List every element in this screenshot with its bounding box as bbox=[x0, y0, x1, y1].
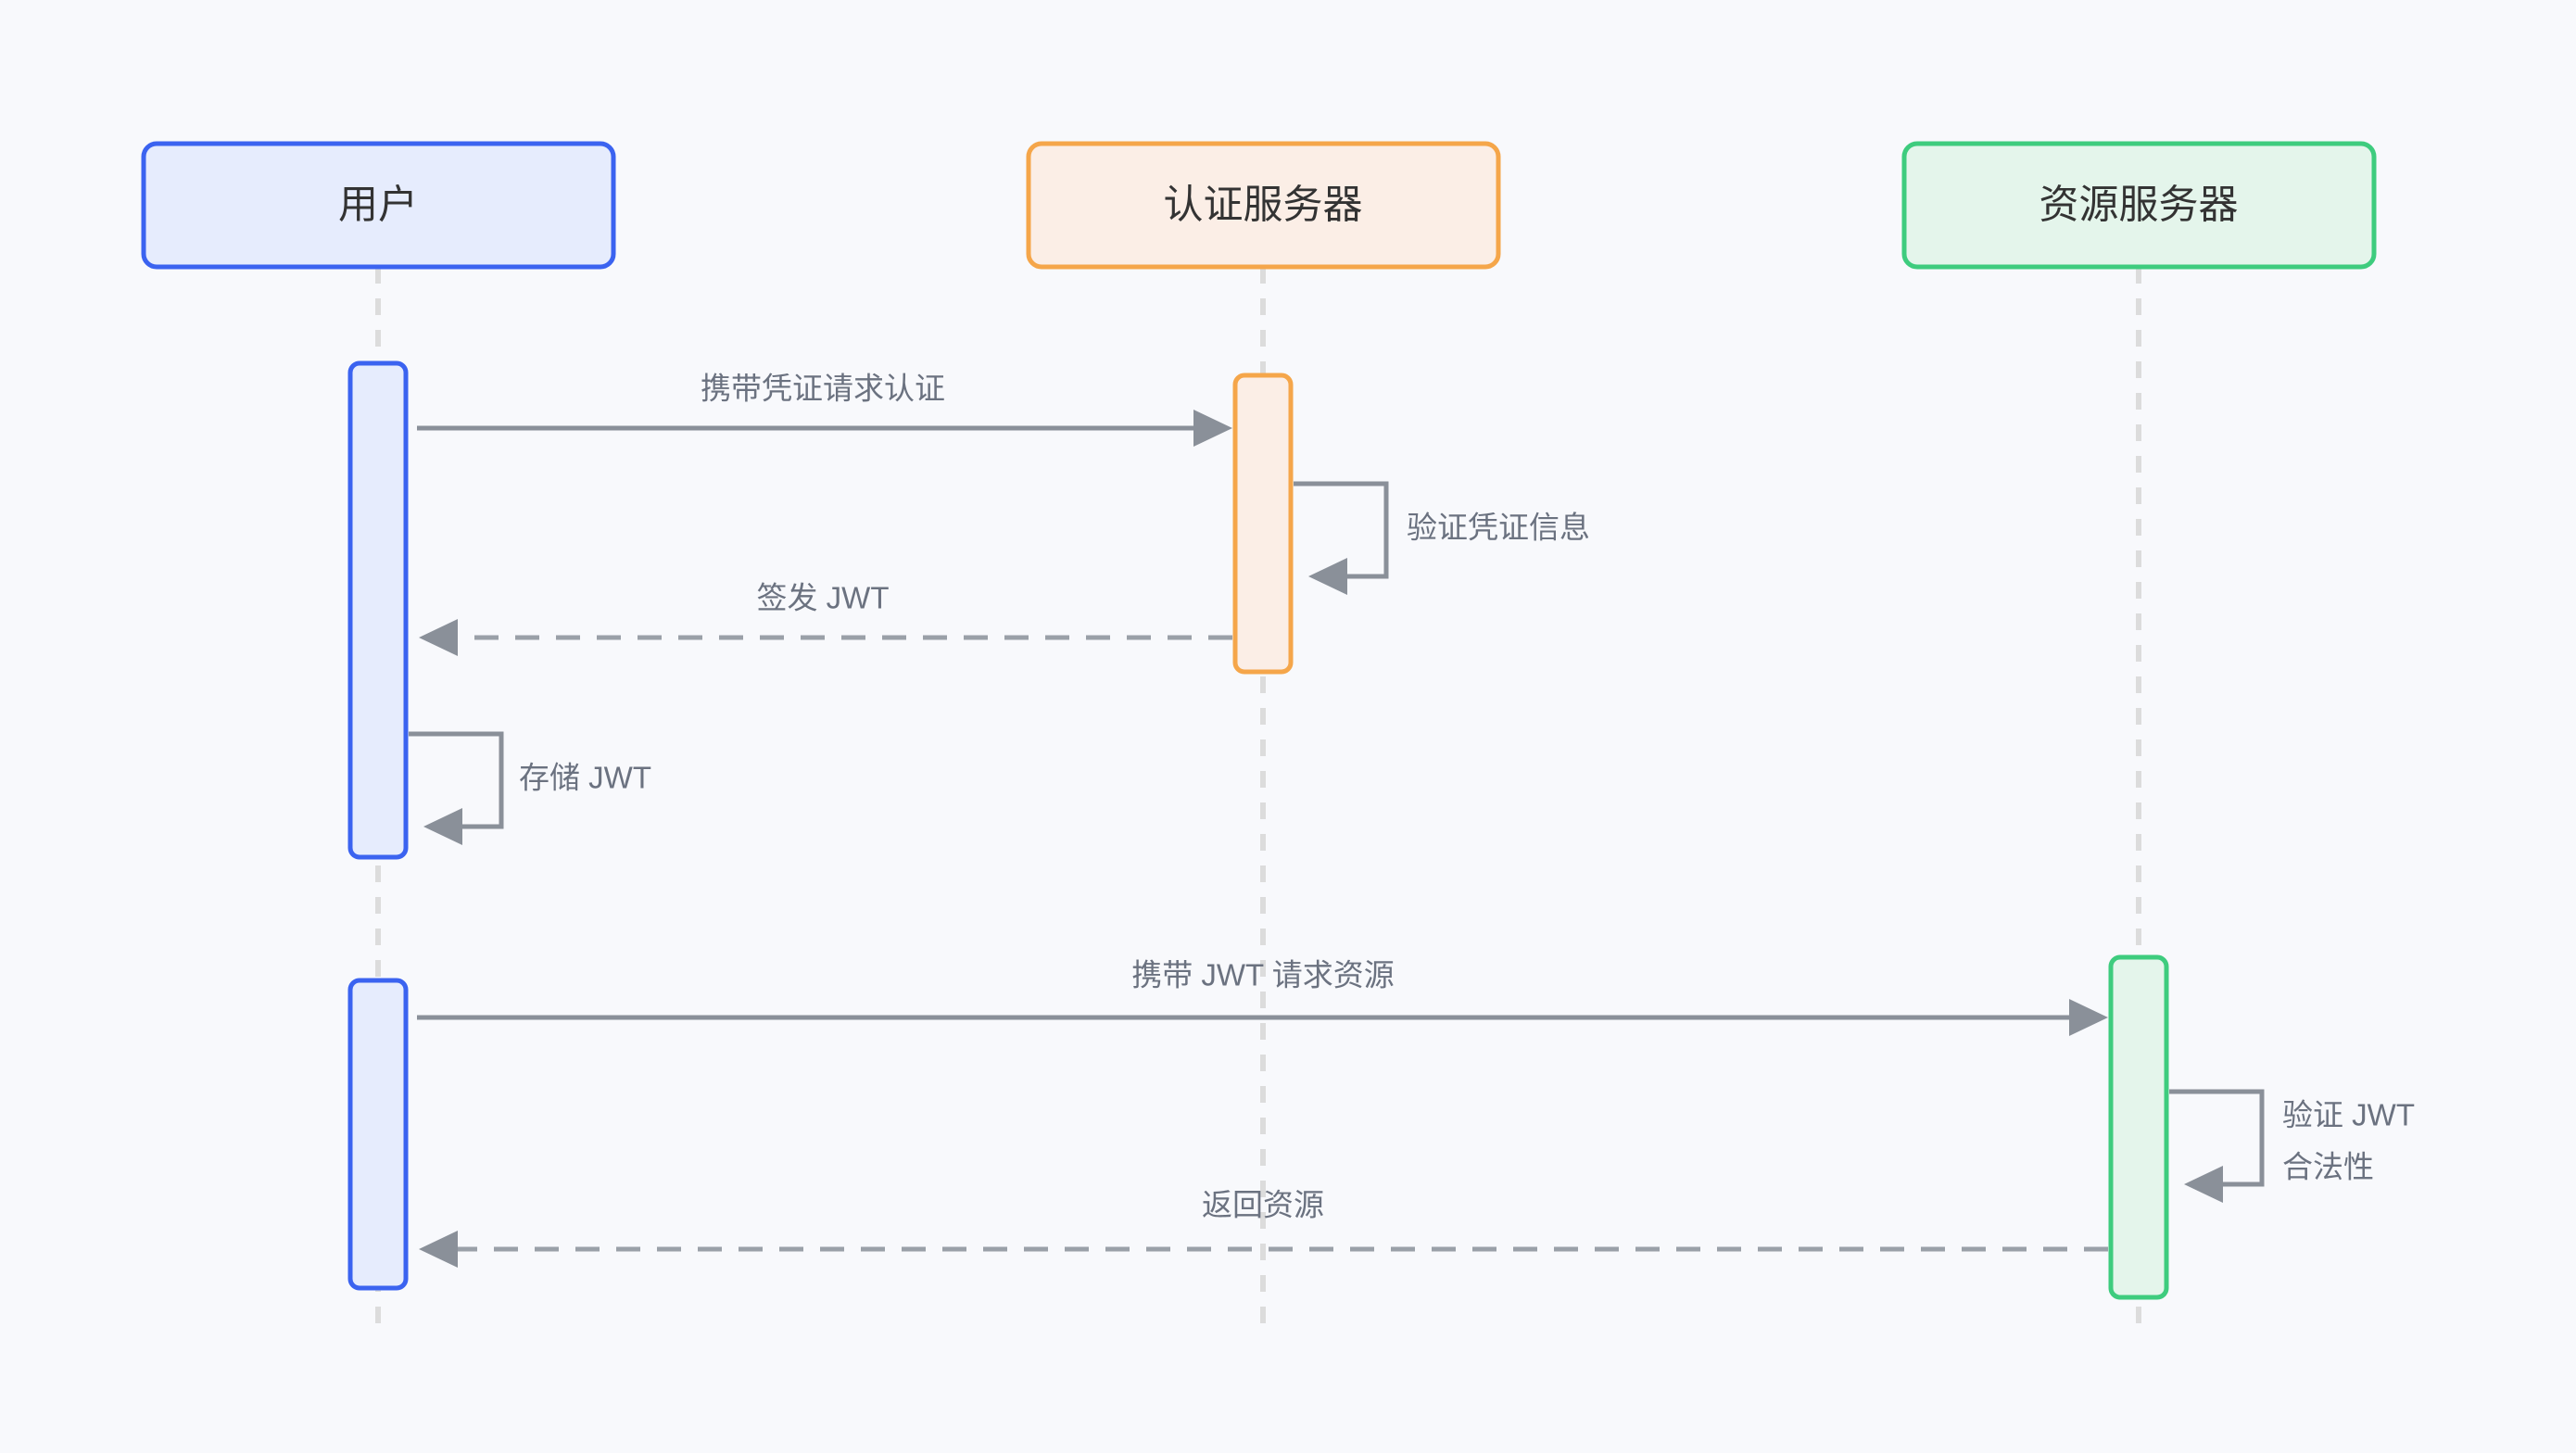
message-3-arrowhead bbox=[419, 619, 458, 656]
message-5-arrowhead bbox=[2069, 999, 2108, 1036]
message-6[interactable]: 验证 JWT 合法性 bbox=[2169, 1089, 2415, 1203]
message-4-label: 存储 JWT bbox=[519, 761, 651, 795]
participant-auth[interactable]: 认证服务器 bbox=[1026, 141, 1501, 270]
message-6-path bbox=[2169, 1089, 2265, 1187]
message-4[interactable]: 存储 JWT bbox=[409, 731, 651, 845]
message-1[interactable]: 携带凭证请求认证 bbox=[417, 372, 1232, 447]
message-7-label: 返回资源 bbox=[1202, 1188, 1324, 1222]
message-6-label-line-2: 合法性 bbox=[2282, 1150, 2374, 1184]
message-5-label: 携带 JWT 请求资源 bbox=[1131, 958, 1395, 992]
participant-box-auth[interactable] bbox=[1026, 141, 1501, 270]
activation-bar-user-1[interactable] bbox=[347, 360, 409, 860]
participant-user[interactable]: 用户 bbox=[141, 141, 616, 270]
message-5[interactable]: 携带 JWT 请求资源 bbox=[417, 958, 2108, 1036]
message-2[interactable]: 验证凭证信息 bbox=[1294, 481, 1590, 595]
participant-box-user[interactable] bbox=[141, 141, 616, 270]
activation-bars-layer bbox=[347, 360, 2169, 1300]
message-2-arrowhead bbox=[1308, 558, 1347, 595]
message-7[interactable]: 返回资源 bbox=[419, 1188, 2108, 1268]
message-3[interactable]: 签发 JWT bbox=[419, 581, 1232, 656]
message-4-path bbox=[409, 731, 504, 829]
message-3-label: 签发 JWT bbox=[757, 581, 890, 615]
message-4-arrowhead bbox=[423, 808, 462, 845]
participant-label-auth: 认证服务器 bbox=[1164, 183, 1363, 227]
message-2-label: 验证凭证信息 bbox=[1407, 511, 1590, 545]
message-2-path bbox=[1294, 481, 1389, 579]
message-6-label-line-1: 验证 JWT bbox=[2282, 1098, 2415, 1132]
activation-bar-user-2[interactable] bbox=[347, 978, 409, 1291]
activation-bar-resource-1[interactable] bbox=[2108, 954, 2169, 1300]
participant-box-resource[interactable] bbox=[1901, 141, 2377, 270]
message-1-label: 携带凭证请求认证 bbox=[701, 372, 945, 406]
participant-label-resource: 资源服务器 bbox=[2039, 183, 2239, 227]
message-1-arrowhead bbox=[1193, 410, 1232, 447]
message-6-arrowhead bbox=[2184, 1166, 2223, 1203]
participant-resource[interactable]: 资源服务器 bbox=[1901, 141, 2377, 270]
activation-bar-auth-1[interactable] bbox=[1232, 373, 1294, 675]
message-7-arrowhead bbox=[419, 1231, 458, 1268]
participant-label-user: 用户 bbox=[338, 183, 418, 227]
